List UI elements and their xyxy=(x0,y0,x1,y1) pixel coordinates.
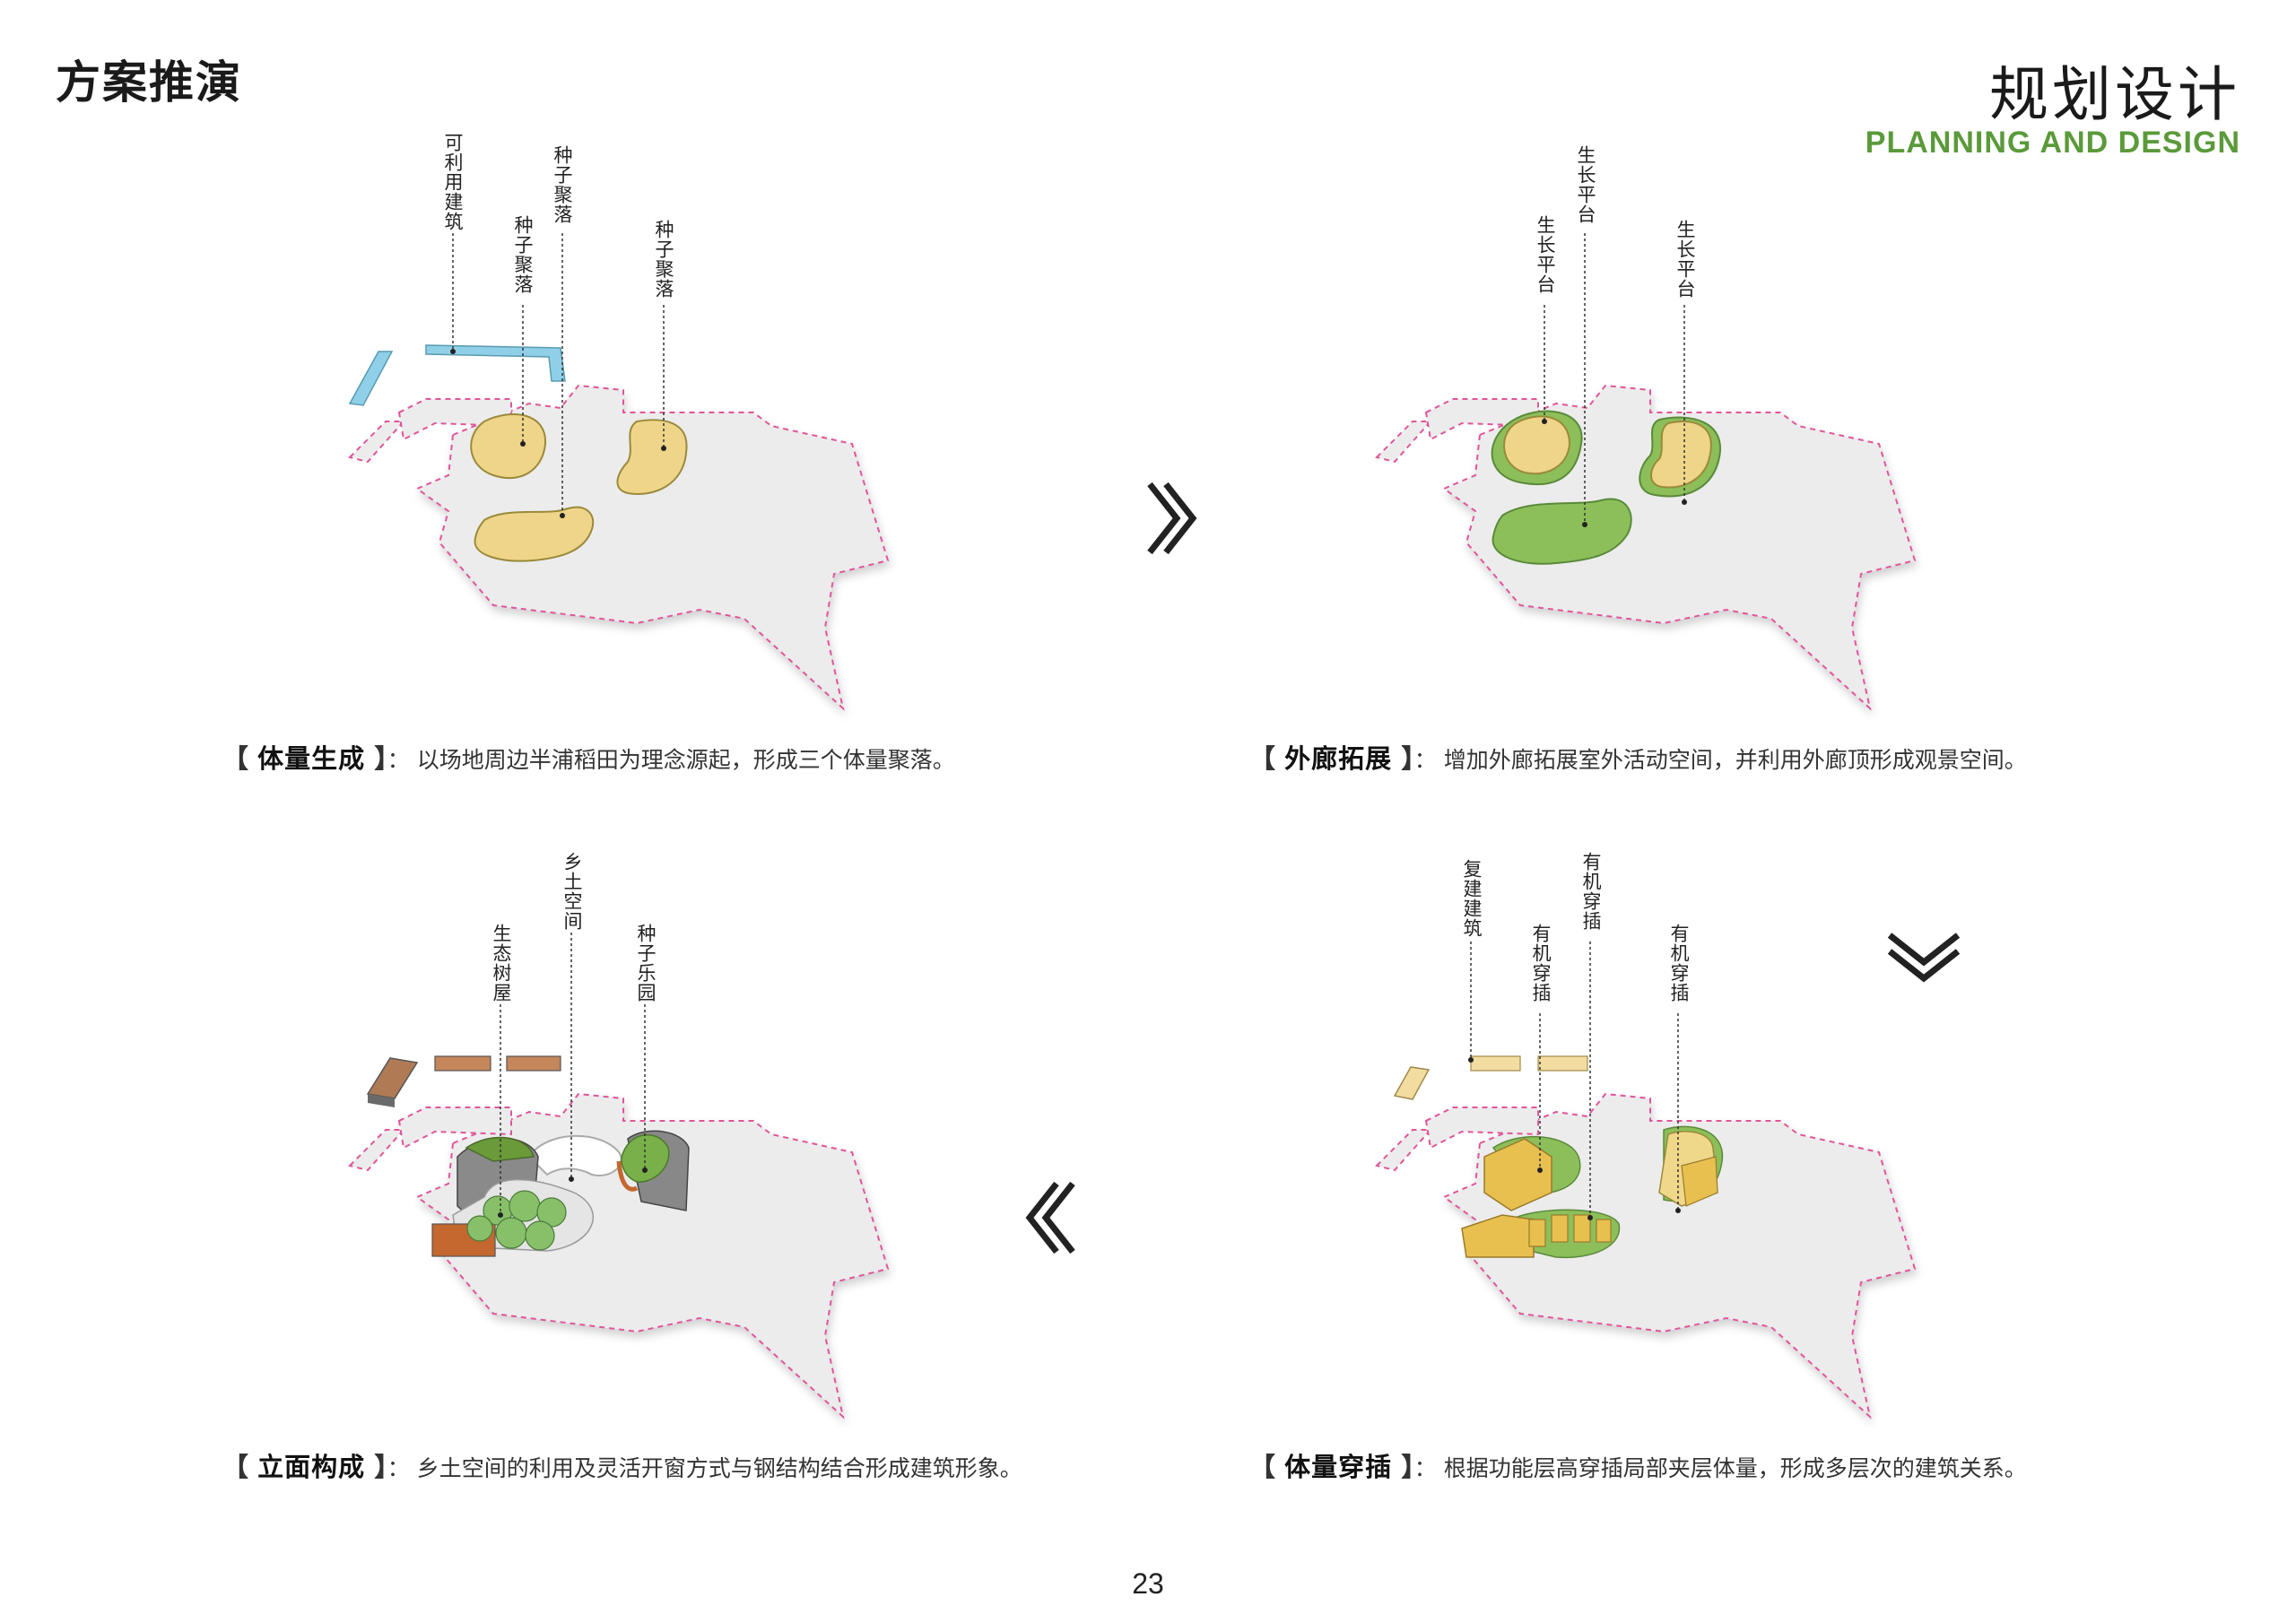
label-organic-interpenetration: 有机穿插 xyxy=(1668,924,1690,1002)
caption-panel-2: 【 外廊拓展 】： 增加外廊拓展室外活动空间，并利用外廊顶形成观景空间。 xyxy=(1249,743,2027,774)
right-arrow-icon xyxy=(1025,482,1197,555)
caption-text: 增加外廊拓展室外活动空间，并利用外廊顶形成观景空间。 xyxy=(1443,747,2027,773)
header-title-en: PLANNING AND DESIGN xyxy=(1865,126,2240,160)
panel-2-diagram xyxy=(1377,233,1915,708)
label-seed-cluster: 种子聚落 xyxy=(653,220,674,299)
rebuilt-building xyxy=(1537,1055,1588,1072)
rebuilt-building xyxy=(1470,1055,1521,1072)
caption-title: 体量穿插 xyxy=(1284,1452,1393,1482)
section-title: 方案推演 xyxy=(56,56,242,108)
brick-building xyxy=(506,1055,561,1072)
page-number: 23 xyxy=(1132,1567,1164,1600)
panel-4-diagram xyxy=(1377,942,1915,1417)
panel-3-diagram xyxy=(350,933,888,1417)
brick-building xyxy=(434,1055,491,1072)
label-organic-interpenetration: 有机穿插 xyxy=(1530,924,1552,1002)
caption-text: 以场地周边半浦稻田为理念源起，形成三个体量聚落。 xyxy=(416,747,955,773)
down-arrow-icon xyxy=(1887,810,1961,983)
brick-building xyxy=(366,1057,419,1099)
label-seed-park: 种子乐园 xyxy=(635,924,657,1002)
label-growth-platform: 生长平台 xyxy=(1575,145,1596,224)
caption-panel-4: 【 体量穿插 】： 根据功能层高穿插局部夹层体量，形成多层次的建筑关系。 xyxy=(1249,1452,2027,1482)
seed-cluster-mass xyxy=(616,419,688,495)
label-eco-treehouse: 生态树屋 xyxy=(491,924,512,1002)
panel-1-diagram xyxy=(348,233,888,708)
left-arrow-icon xyxy=(1025,1181,1190,1254)
label-growth-platform: 生长平台 xyxy=(1674,220,1696,299)
label-seed-cluster: 种子聚落 xyxy=(552,145,573,224)
interpenetrating-volume xyxy=(1461,1214,1535,1258)
caption-text: 根据功能层高穿插局部夹层体量，形成多层次的建筑关系。 xyxy=(1443,1455,2027,1481)
caption-title: 体量生成 xyxy=(257,743,366,774)
label-rebuilt-building: 复建建筑 xyxy=(1461,859,1483,938)
rebuilt-building xyxy=(1393,1066,1431,1100)
label-vernacular-space: 乡土空间 xyxy=(561,852,583,931)
caption-title: 外廊拓展 xyxy=(1284,743,1393,774)
label-organic-interpenetration: 有机穿插 xyxy=(1580,852,1602,931)
caption-panel-1: 【 体量生成 】： 以场地周边半浦稻田为理念源起，形成三个体量聚落。 xyxy=(222,743,955,774)
existing-building-blue xyxy=(348,351,394,406)
interpenetrating-volume xyxy=(1483,1138,1552,1211)
label-seed-cluster: 种子聚落 xyxy=(512,215,534,294)
header-title-cn: 规划设计 xyxy=(1989,60,2240,129)
growth-platform xyxy=(1492,498,1632,565)
existing-building-blue xyxy=(425,344,566,382)
growth-platform xyxy=(1650,420,1712,489)
seed-cluster-mass xyxy=(470,413,547,480)
caption-panel-3: 【 立面构成 】： 乡土空间的利用及灵活开窗方式与钢结构结合形成建筑形象。 xyxy=(222,1452,1022,1482)
label-growth-platform: 生长平台 xyxy=(1535,215,1556,294)
seed-cluster-mass xyxy=(474,506,595,562)
label-usable-building: 可利用建筑 xyxy=(442,133,464,231)
caption-text: 乡土空间的利用及灵活开窗方式与钢结构结合形成建筑形象。 xyxy=(416,1455,1022,1481)
growth-platform xyxy=(1503,415,1571,475)
caption-title: 立面构成 xyxy=(257,1452,366,1482)
